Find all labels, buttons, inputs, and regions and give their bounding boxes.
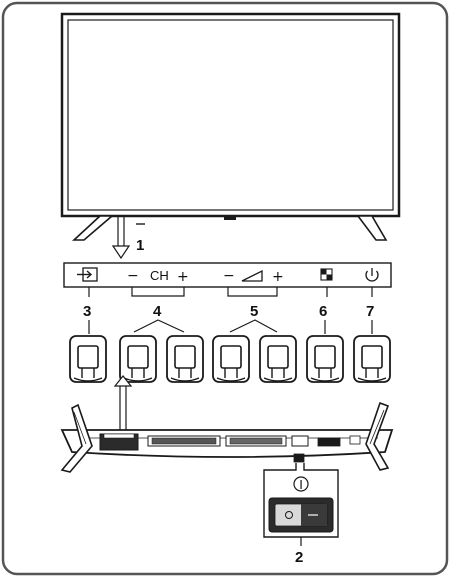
down-arrow xyxy=(111,245,131,260)
power-button[interactable] xyxy=(353,335,391,383)
menu-icon xyxy=(320,268,333,281)
callout-7: 7 xyxy=(366,303,374,320)
right-stand xyxy=(365,401,390,471)
power-switch-icon: I xyxy=(293,476,309,492)
left-foot xyxy=(71,215,115,241)
callout-6: 6 xyxy=(319,303,327,320)
label-strip xyxy=(63,262,392,288)
channel-minus-label: − xyxy=(127,268,139,284)
menu-button[interactable] xyxy=(306,335,344,383)
volume-minus-button[interactable] xyxy=(212,335,250,383)
leader-lines xyxy=(88,287,373,334)
volume-minus-label: − xyxy=(223,268,235,284)
callout-4: 4 xyxy=(153,303,162,320)
right-foot xyxy=(356,215,388,241)
channel-plus-button[interactable] xyxy=(166,335,204,383)
power-switch-callout: I xyxy=(263,463,339,546)
callout-5: 5 xyxy=(250,303,258,320)
control-label-strip: − CH + − + xyxy=(63,262,392,288)
up-arrow xyxy=(113,375,133,432)
input-button[interactable] xyxy=(69,335,107,383)
callout-3: 3 xyxy=(83,303,91,320)
ir-sensor xyxy=(224,215,236,220)
tv-front-view: 1 xyxy=(60,12,401,260)
channel-minus-button[interactable] xyxy=(119,335,157,383)
channel-plus-label: + xyxy=(177,269,189,285)
volume-plus-label: + xyxy=(272,269,284,285)
left-stand xyxy=(60,403,93,473)
input-source-icon xyxy=(77,267,98,282)
power-icon xyxy=(365,268,379,282)
power-switch-on-symbol: I xyxy=(299,477,303,492)
callout-1: 1 xyxy=(136,237,144,254)
channel-label: CH xyxy=(150,268,169,283)
volume-ramp-icon xyxy=(241,269,263,282)
switch-location xyxy=(293,453,305,463)
tv-screen xyxy=(67,19,394,211)
callout-2: 2 xyxy=(295,549,303,566)
tv-bottom-view xyxy=(60,401,394,473)
volume-plus-button[interactable] xyxy=(259,335,297,383)
